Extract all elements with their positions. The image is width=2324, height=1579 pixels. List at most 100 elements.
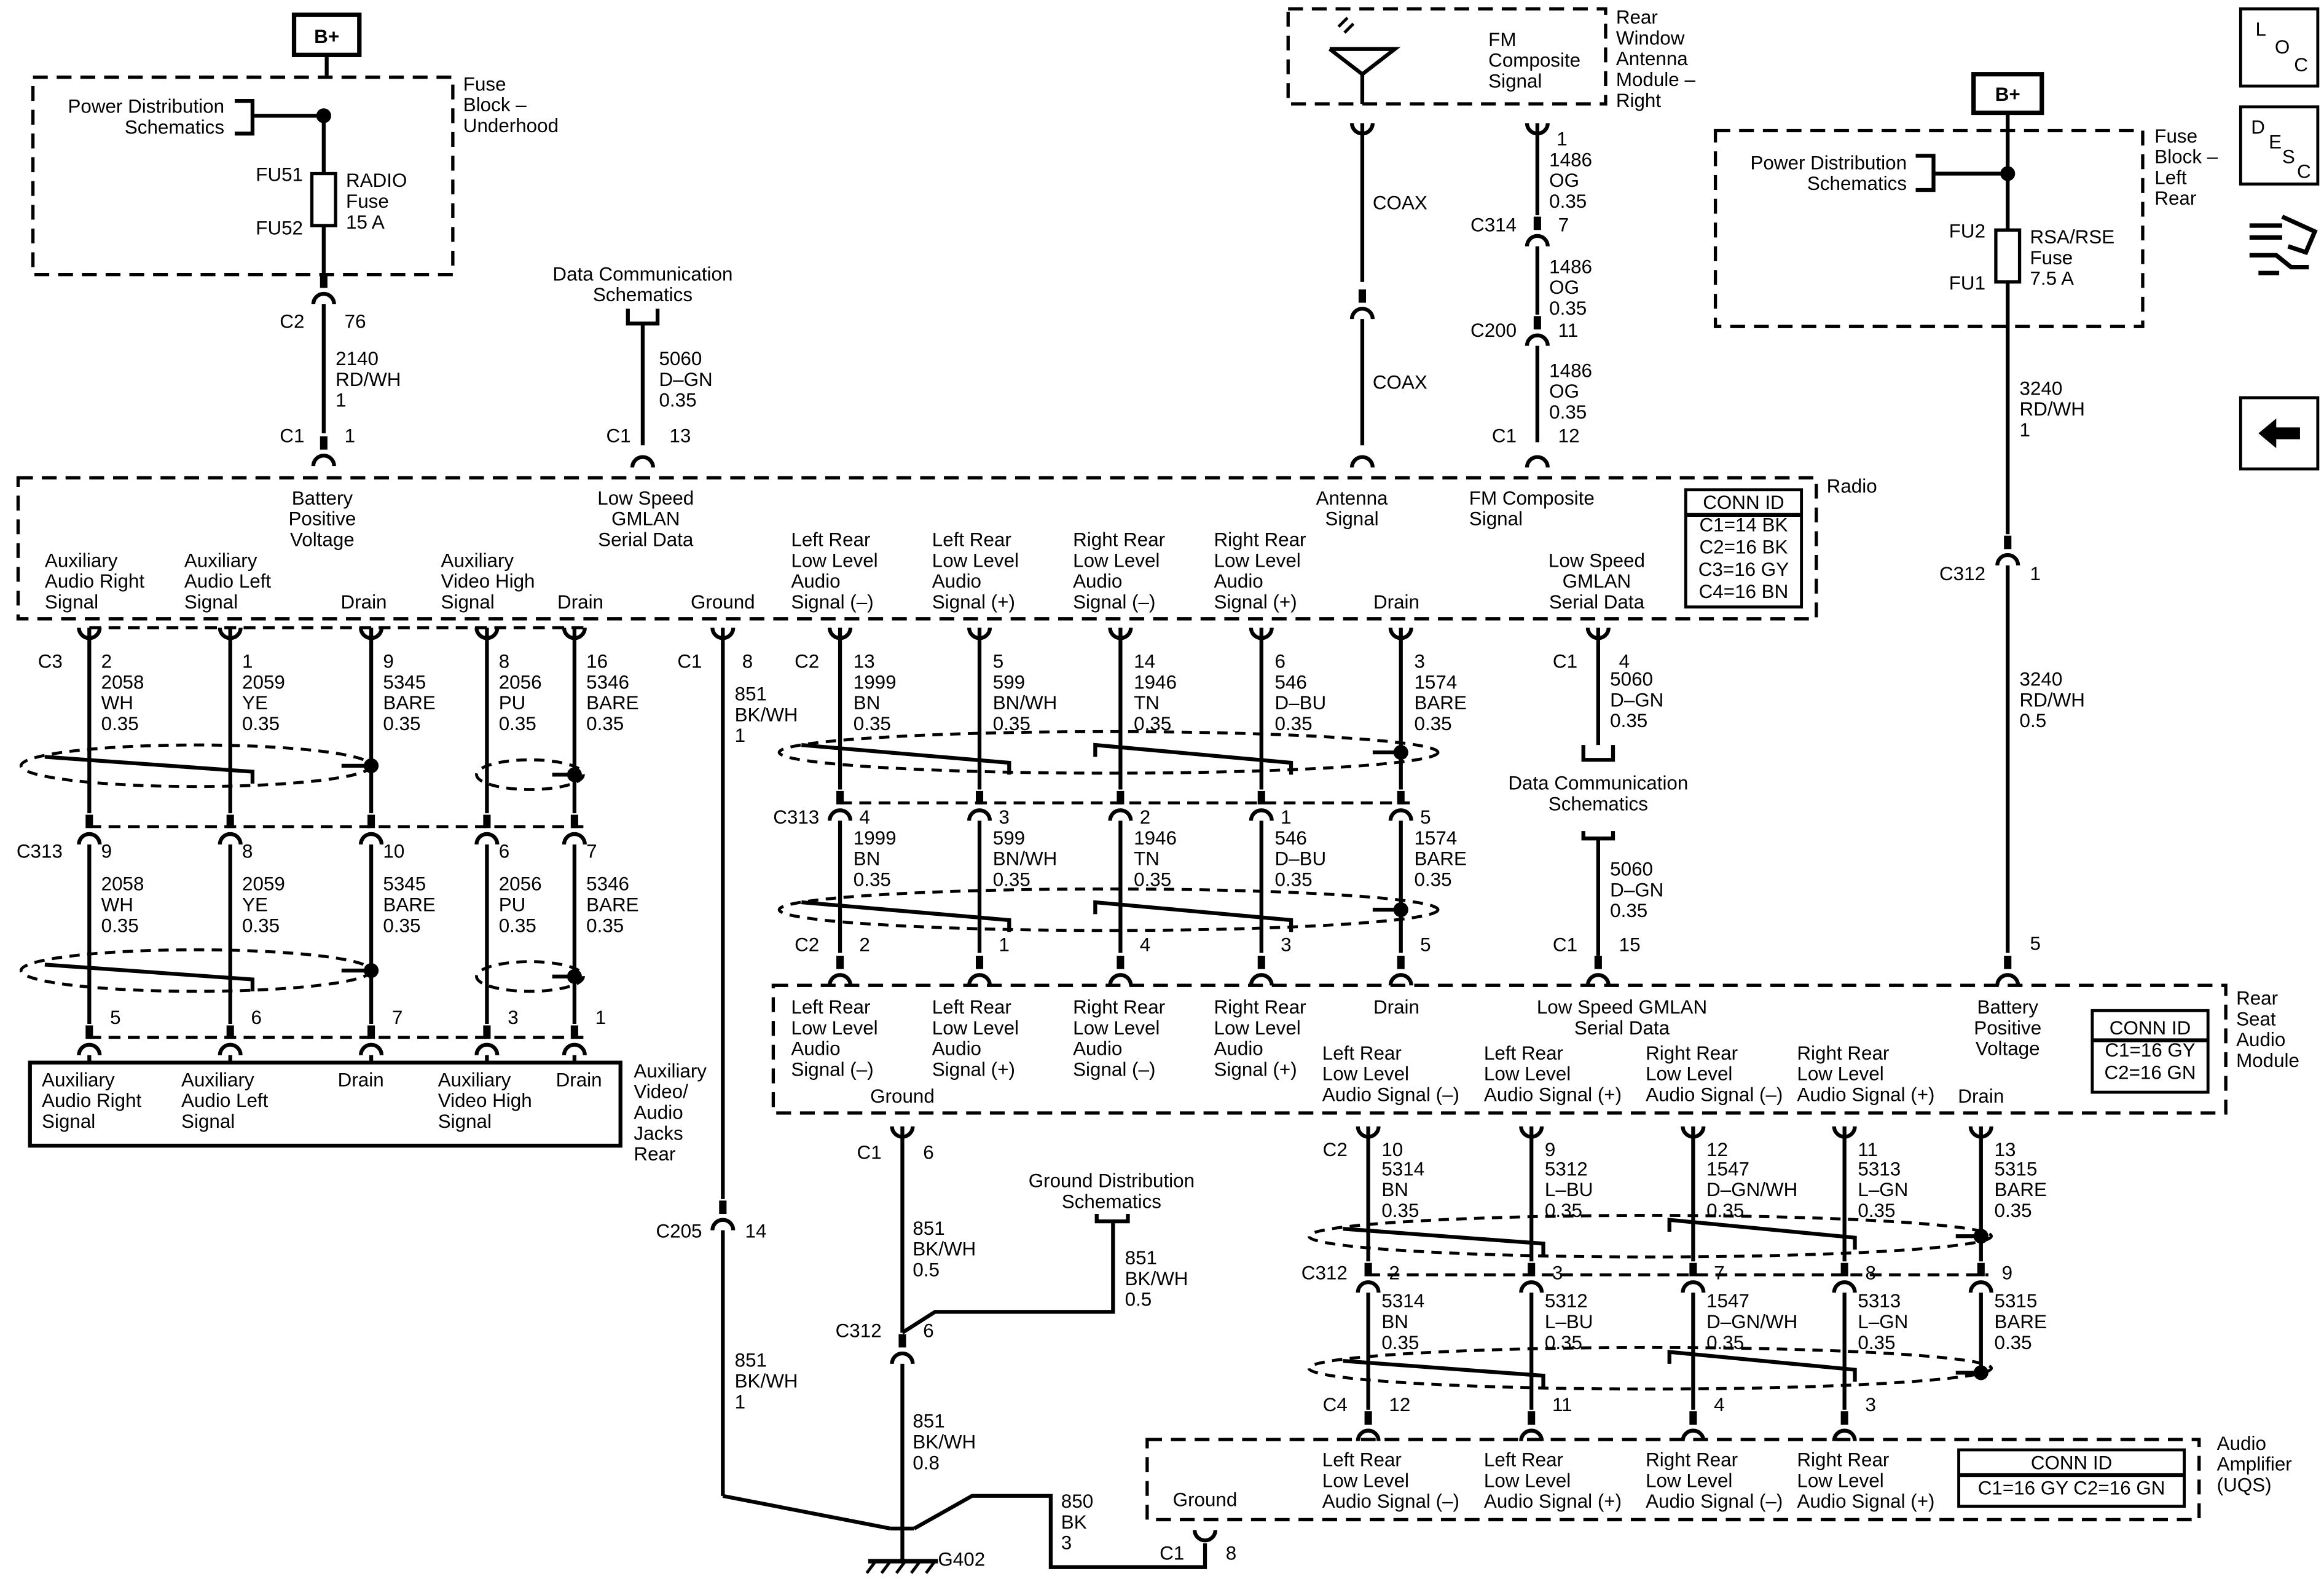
- connector-pin: [1358, 289, 1366, 303]
- connector-id: C1: [1492, 425, 1517, 447]
- pin-label: Audio: [1073, 1038, 1122, 1060]
- pin-number: 10: [1381, 1139, 1403, 1160]
- connector-terminal: [1108, 973, 1133, 986]
- data-comm-label: Data Communication: [552, 263, 732, 285]
- label: 0.35: [1545, 1332, 1582, 1353]
- pin-number: 7: [586, 841, 597, 862]
- label: 1486: [1549, 360, 1592, 381]
- aux-jacks-label: Rear: [634, 1143, 675, 1165]
- label: 0.5: [1125, 1289, 1152, 1310]
- pin-label: Low Level: [1484, 1063, 1571, 1085]
- label: 851: [735, 683, 767, 705]
- b-plus-label: B+: [1995, 84, 2020, 105]
- label: 0.35: [1706, 1200, 1744, 1221]
- fm-signal-label: FM: [1488, 29, 1516, 50]
- label: 0.35: [499, 915, 536, 936]
- fuse-pin: FU51: [256, 164, 303, 186]
- connector-terminal: [630, 455, 655, 468]
- connector-terminal: [1349, 455, 1375, 468]
- pin-label: Voltage: [290, 529, 355, 551]
- label: 1: [735, 725, 745, 746]
- pin-label: Low Speed GMLAN: [1537, 996, 1707, 1018]
- connector-terminal: [359, 1042, 384, 1055]
- connector-pin: [1257, 790, 1265, 805]
- pin-number: 10: [383, 841, 404, 862]
- label: 0.35: [1381, 1332, 1419, 1353]
- aux-jacks-box: [28, 1060, 622, 1148]
- label: 0.35: [383, 713, 420, 734]
- power-distribution-label: Schematics: [125, 116, 224, 138]
- pin-number: 6: [923, 1142, 933, 1164]
- pin-label: Low Level: [1322, 1063, 1409, 1085]
- label: 1547: [1706, 1158, 1749, 1179]
- pin-label: Auxiliary: [42, 1069, 115, 1090]
- coax-label: COAX: [1373, 372, 1427, 393]
- label: RD/WH: [336, 369, 401, 390]
- label: 0.35: [1275, 713, 1313, 734]
- radio-box: [16, 476, 1818, 621]
- label: 1: [735, 1391, 745, 1412]
- b-plus-label: B+: [314, 26, 339, 47]
- fuse-block-label: Fuse: [463, 73, 506, 95]
- pin-label: Audio: [1214, 570, 1263, 592]
- pin-label: Low Level: [1214, 549, 1301, 571]
- pin-number: 9: [1545, 1139, 1555, 1160]
- label: 0.8: [913, 1452, 940, 1473]
- connector-terminal: [311, 291, 336, 305]
- twist-line: [801, 900, 1011, 932]
- pin-label: FM Composite: [1469, 487, 1595, 509]
- conn-id-text: C2=16 BK: [1700, 537, 1788, 558]
- connector-pin: [483, 814, 491, 829]
- pin-label: Auxiliary: [45, 549, 118, 571]
- connector-terminal: [1356, 1280, 1381, 1293]
- pin-label: Right Rear: [1646, 1042, 1738, 1064]
- pin-label: Low Level: [1646, 1470, 1732, 1491]
- label: BK/WH: [913, 1238, 976, 1260]
- antenna-symbol: [1328, 47, 1401, 77]
- pin-label: Left Rear: [1484, 1042, 1563, 1064]
- pin-number: 8: [1226, 1543, 1236, 1564]
- pin-number: 1: [345, 425, 355, 447]
- label: 851: [913, 1411, 944, 1432]
- pin-number: 1: [595, 1007, 606, 1028]
- rsam-label: Module: [2236, 1050, 2299, 1071]
- connector-pin: [1528, 1411, 1536, 1425]
- fuse-rating: Fuse: [346, 191, 389, 212]
- pin-label: Video High: [441, 570, 535, 592]
- label: 0.35: [499, 713, 536, 734]
- pin-label: Signal (–): [1073, 591, 1155, 613]
- arrow-left-icon[interactable]: [2258, 418, 2300, 449]
- label: D–GN: [1610, 689, 1663, 711]
- pin-number: 6: [1275, 651, 1286, 672]
- label: D–GN: [1610, 879, 1663, 900]
- pin-label: Drain: [556, 1069, 602, 1090]
- loc-icon-text: L: [2255, 18, 2266, 40]
- conn-id-text: C1=14 BK: [1700, 514, 1788, 535]
- connector-terminal: [1249, 973, 1274, 986]
- label: 1946: [1134, 827, 1177, 849]
- fuse-block-left-rear: [1713, 128, 2145, 328]
- pin-label: Battery: [292, 487, 353, 509]
- pin-label: Signal (+): [1214, 1058, 1297, 1080]
- pin-label: Ground: [870, 1085, 935, 1107]
- connector-pin: [85, 1025, 93, 1039]
- amplifier-label: Audio: [2217, 1433, 2266, 1454]
- fuse-block-label: Left: [2154, 167, 2187, 188]
- pin-label: Low Level: [791, 549, 877, 571]
- pin-number: 7: [1714, 1262, 1724, 1283]
- label: 2056: [499, 671, 542, 693]
- pin-label: Audio: [1214, 1038, 1263, 1060]
- pin-number: 8: [242, 841, 253, 862]
- label: BARE: [1414, 848, 1466, 870]
- connector-pin: [1397, 955, 1405, 969]
- fuse-symbol: [310, 171, 337, 227]
- connector-pin: [1397, 790, 1405, 805]
- connector-pin: [1977, 1262, 1985, 1277]
- label: BN/WH: [993, 848, 1058, 870]
- connector-tool-icon[interactable]: [2249, 215, 2318, 275]
- pin-label: Low Level: [932, 1017, 1019, 1039]
- pin-label: Drain: [557, 591, 603, 613]
- loc-icon-text: C: [2294, 54, 2308, 76]
- connector-pin: [975, 955, 984, 969]
- pin-label: Audio: [791, 1038, 840, 1060]
